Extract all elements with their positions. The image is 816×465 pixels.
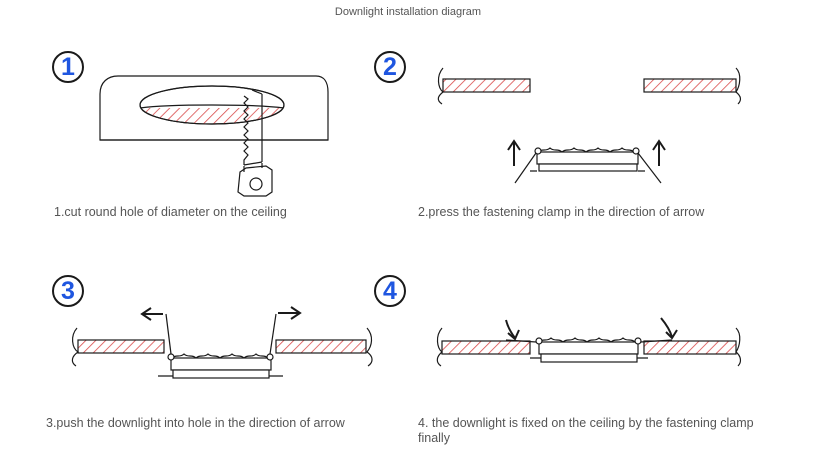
step-4-caption: 4. the downlight is fixed on the ceiling… xyxy=(418,416,754,445)
right-arrow-icon xyxy=(278,306,302,320)
ceiling-right xyxy=(275,327,373,367)
diagram-title: Downlight installation diagram xyxy=(334,6,482,18)
step-2-caption: 2.press the fastening clamp in the direc… xyxy=(418,205,705,219)
up-arrow-right-icon xyxy=(652,139,666,166)
downlight-fixture xyxy=(514,147,662,184)
step-2-badge: 2 xyxy=(374,51,406,83)
step-4-illustration xyxy=(436,317,742,367)
ceiling-left xyxy=(437,67,531,105)
ceiling-right xyxy=(643,327,742,367)
ceiling-left xyxy=(71,327,165,367)
downlight-fixture xyxy=(158,313,283,379)
step-2-illustration xyxy=(437,67,742,184)
up-arrow-left-icon xyxy=(507,139,521,166)
downlight-fixture xyxy=(505,337,673,363)
step-3-badge: 3 xyxy=(52,275,84,307)
step-3-caption: 3.push the downlight into hole in the di… xyxy=(46,416,345,430)
step-3-illustration xyxy=(71,306,373,379)
step-1-caption: 1.cut round hole of diameter on the ceil… xyxy=(54,205,287,219)
saw-icon xyxy=(237,89,273,197)
ceiling-left xyxy=(436,327,531,367)
step-1-illustration xyxy=(99,75,329,197)
down-arrow-left-icon xyxy=(505,319,520,341)
step-1-badge: 1 xyxy=(52,51,84,83)
step-4-badge: 4 xyxy=(374,275,406,307)
left-arrow-icon xyxy=(140,307,163,321)
ceiling-right xyxy=(643,67,742,105)
down-arrow-right-icon xyxy=(660,317,678,340)
